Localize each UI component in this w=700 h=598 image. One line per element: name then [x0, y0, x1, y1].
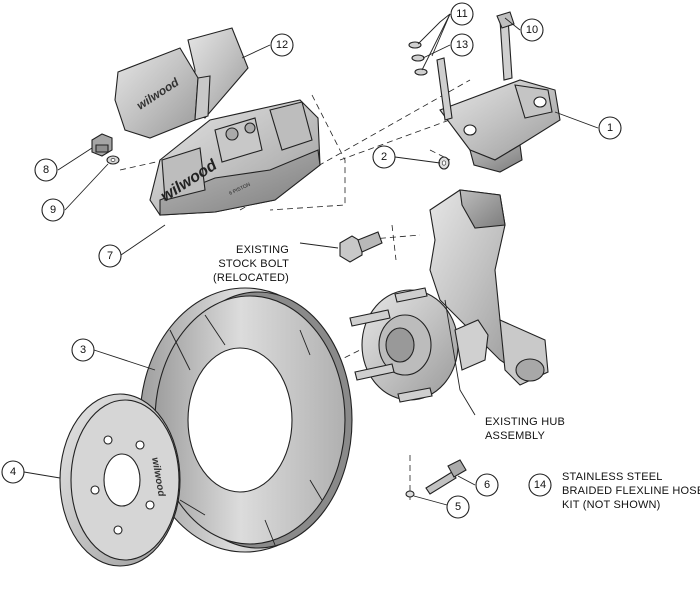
- mounting-bracket: [436, 11, 561, 173]
- callout-4: 4: [1, 460, 25, 484]
- callout-number: 11: [456, 8, 467, 20]
- flexline-label-line-2: BRAIDED FLEXLINE HOSE: [562, 485, 700, 497]
- bleeder-screw: [91, 133, 113, 157]
- brake-pads: wilwood: [114, 27, 249, 139]
- callout-number: 12: [276, 39, 288, 51]
- stock-bolt-label-line-3: (RELOCATED): [213, 272, 289, 284]
- callout-number: 9: [50, 204, 56, 216]
- callout-5: 5: [446, 495, 470, 519]
- callout-6: 6: [475, 473, 499, 497]
- caliper: wilwood 6 PISTON: [149, 99, 321, 216]
- callout-9: 9: [41, 198, 65, 222]
- callout-13: 13: [450, 33, 474, 57]
- callout-number: 1: [607, 122, 613, 134]
- callout-number: 13: [456, 39, 468, 51]
- callout-number: 6: [484, 479, 490, 491]
- hat-washer: [405, 490, 415, 498]
- callout-2: 2: [372, 145, 396, 169]
- hub-label-line-2: ASSEMBLY: [485, 430, 546, 442]
- callout-number: 4: [10, 466, 16, 478]
- callout-number: 10: [526, 24, 538, 36]
- flexline-label-line-1: STAINLESS STEEL: [562, 471, 663, 483]
- hub-label-line-1: EXISTING HUB: [485, 416, 565, 428]
- callout-11: 11: [450, 2, 474, 26]
- leader-lines: [23, 13, 599, 506]
- callout-10: 10: [520, 18, 544, 42]
- rotor-hat: wilwood: [59, 393, 181, 567]
- callout-number: 3: [80, 344, 86, 356]
- bleeder-washer: [106, 155, 120, 165]
- spindle-knuckle: [429, 189, 549, 386]
- hub-assembly-label: EXISTING HUB ASSEMBLY: [485, 416, 565, 442]
- callout-14: 14: [528, 473, 552, 497]
- callout-8: 8: [34, 158, 58, 182]
- flexline-kit-label: STAINLESS STEEL BRAIDED FLEXLINE HOSE KI…: [562, 471, 700, 511]
- callout-number: 7: [107, 250, 113, 262]
- stock-bolt-label-line-1: EXISTING: [236, 244, 289, 256]
- callout-3: 3: [71, 338, 95, 362]
- callout-1: 1: [598, 116, 622, 140]
- brake-rotor: [139, 287, 353, 553]
- shim-washers: [408, 41, 428, 76]
- hub-assembly: [349, 287, 489, 403]
- stock-bolt-label-line-2: STOCK BOLT: [218, 258, 289, 270]
- callout-number: 2: [381, 151, 387, 163]
- callout-number: 5: [455, 501, 461, 513]
- callout-number: 8: [43, 164, 49, 176]
- spacer-washer: [438, 156, 450, 170]
- callout-number: 14: [534, 479, 546, 491]
- stock-bolt-label: EXISTING STOCK BOLT (RELOCATED): [213, 244, 289, 284]
- callout-7: 7: [98, 244, 122, 268]
- hat-bolt: [425, 459, 467, 495]
- callout-12: 12: [270, 33, 294, 57]
- existing-stock-bolt: [339, 231, 383, 263]
- flexline-label-line-3: KIT (NOT SHOWN): [562, 499, 661, 511]
